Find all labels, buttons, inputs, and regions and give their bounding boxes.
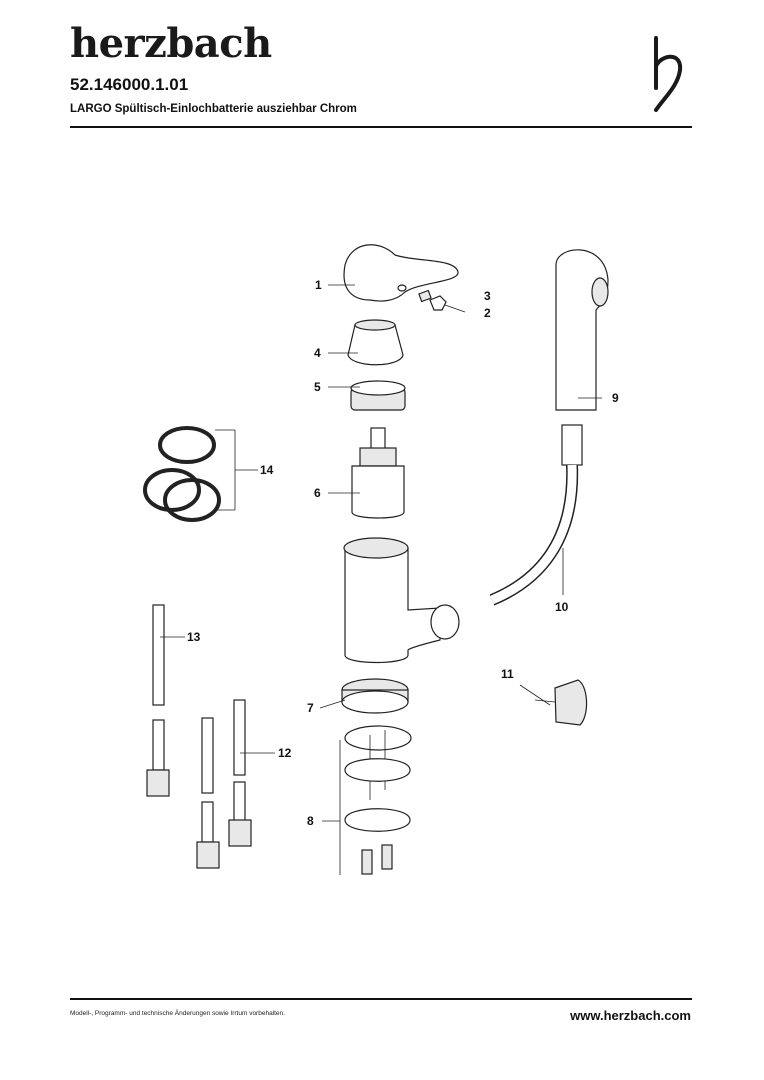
part-label-10: 10 [555, 600, 569, 614]
part-label-5: 5 [314, 380, 321, 394]
part-lever-handle [343, 244, 459, 302]
part-cartridge [351, 427, 405, 519]
part-label-6: 6 [314, 486, 321, 500]
part-supply-pipes [196, 699, 252, 869]
part-label-12: 12 [278, 746, 292, 760]
part-label-3: 3 [484, 289, 491, 303]
part-label-1: 1 [315, 278, 322, 292]
part-cover-cap [347, 324, 404, 366]
part-o-rings [143, 426, 221, 522]
part-hose-weight [534, 679, 588, 726]
part-tap-body [343, 537, 460, 664]
brand-logo-text: herzbach [70, 20, 272, 67]
part-pull-out-spray [555, 249, 609, 411]
part-fixing-set [344, 725, 412, 875]
part-supply-pipe-long [146, 604, 170, 797]
brand-mark-icon [654, 36, 683, 112]
part-label-9: 9 [612, 391, 619, 405]
part-label-2: 2 [484, 306, 491, 320]
website-link[interactable]: www.herzbach.com [570, 1008, 691, 1023]
part-label-4: 4 [314, 346, 321, 360]
leader-lines [160, 284, 602, 875]
header-divider [70, 126, 692, 128]
footer-divider [70, 998, 692, 1000]
part-label-7: 7 [307, 701, 314, 715]
disclaimer-text: Modell-, Programm- und technische Änderu… [70, 1010, 285, 1017]
part-threaded-nut [350, 380, 406, 411]
part-base-ring [341, 678, 409, 714]
part-set-screw [418, 289, 447, 311]
product-title: LARGO Spültisch-Einlochbatterie ausziehb… [70, 103, 357, 115]
part-label-13: 13 [187, 630, 201, 644]
part-label-8: 8 [307, 814, 314, 828]
part-hose [489, 424, 583, 606]
article-number: 52.146000.1.01 [70, 75, 189, 94]
part-label-14: 14 [260, 463, 274, 477]
part-label-11: 11 [501, 667, 514, 681]
